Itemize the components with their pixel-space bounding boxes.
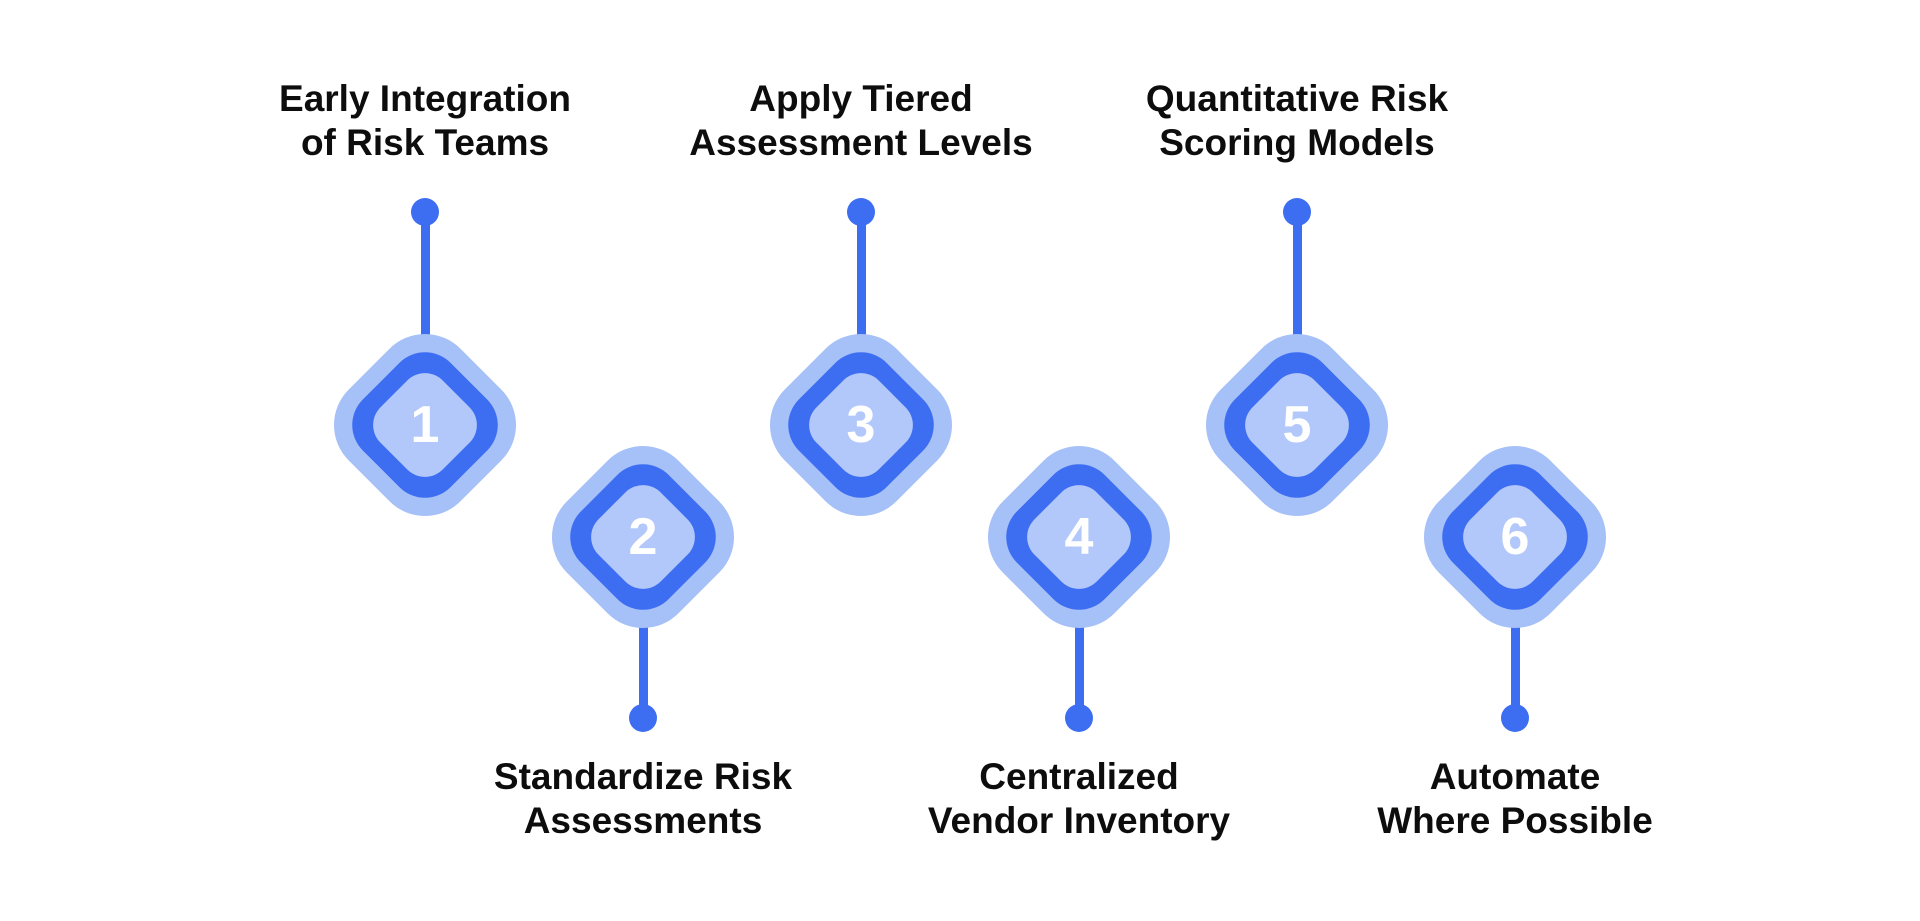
step-1-connector-dot	[411, 198, 439, 226]
step-1-label-line-2: of Risk Teams	[300, 122, 550, 163]
step-5-label-line-1: Quantitative Risk	[1145, 78, 1449, 119]
step-2-diamond-ring	[555, 449, 731, 625]
step-2-diamond-core	[580, 474, 706, 600]
step-4-diamond-ring	[991, 449, 1167, 625]
step-5-diamond-core	[1234, 362, 1360, 488]
step-1-label: Early Integration of Risk Teams	[205, 77, 645, 165]
step-2-label-line-1: Standardize Risk	[493, 756, 793, 797]
step-5-connector-dot	[1283, 198, 1311, 226]
step-3-connector-dot	[847, 198, 875, 226]
step-2-label-line-2: Assessments	[523, 800, 763, 841]
step-4-connector-line	[1074, 537, 1084, 719]
step-6-diamond-shape: 6	[1403, 425, 1627, 649]
step-4-diamond-core	[1016, 474, 1142, 600]
step-3-number: 3	[846, 396, 876, 454]
step-2-connector-dot	[629, 704, 657, 732]
step-3-diamond-ring	[773, 337, 949, 513]
step-2-number: 2	[628, 508, 658, 566]
step-3-connector-line	[856, 212, 866, 426]
step-5-diamond-shape: 5	[1185, 313, 1409, 537]
step-1-connector-line	[420, 212, 430, 426]
step-4-number: 4	[1064, 508, 1094, 566]
step-6-label-line-1: Automate	[1429, 756, 1601, 797]
step-3-label-line-1: Apply Tiered	[749, 78, 973, 119]
step-6-diamond-core	[1452, 474, 1578, 600]
step-4-label-line-2: Vendor Inventory	[927, 800, 1231, 841]
step-1-diamond-core	[362, 362, 488, 488]
step-6-label: Automate Where Possible	[1295, 755, 1735, 843]
step-4-label: Centralized Vendor Inventory	[859, 755, 1299, 843]
step-1-label-line-1: Early Integration	[279, 78, 571, 119]
step-3-diamond-shape: 3	[749, 313, 973, 537]
step-1-diamond-shape: 1	[313, 313, 537, 537]
step-5-diamond-ring	[1209, 337, 1385, 513]
step-5-label: Quantitative Risk Scoring Models	[1077, 77, 1517, 165]
step-4-label-line-1: Centralized	[979, 756, 1179, 797]
step-1-number: 1	[410, 396, 440, 454]
step-3-diamond-core	[798, 362, 924, 488]
step-6-connector-line	[1510, 537, 1520, 719]
step-3-label-line-2: Assessment Levels	[689, 122, 1033, 163]
step-2-label: Standardize Risk Assessments	[423, 755, 863, 843]
step-6-label-line-2: Where Possible	[1377, 800, 1653, 841]
step-1-diamond-ring	[337, 337, 513, 513]
step-6-number: 6	[1500, 508, 1530, 566]
step-4-diamond-shape: 4	[967, 425, 1191, 649]
step-3-label: Apply Tiered Assessment Levels	[641, 77, 1081, 165]
step-5-connector-line	[1292, 212, 1302, 426]
step-2-connector-line	[638, 537, 648, 719]
step-5-label-line-2: Scoring Models	[1159, 122, 1435, 163]
step-5-number: 5	[1282, 396, 1312, 454]
step-6-connector-dot	[1501, 704, 1529, 732]
step-6-diamond-ring	[1427, 449, 1603, 625]
step-2-diamond-shape: 2	[531, 425, 755, 649]
step-4-connector-dot	[1065, 704, 1093, 732]
